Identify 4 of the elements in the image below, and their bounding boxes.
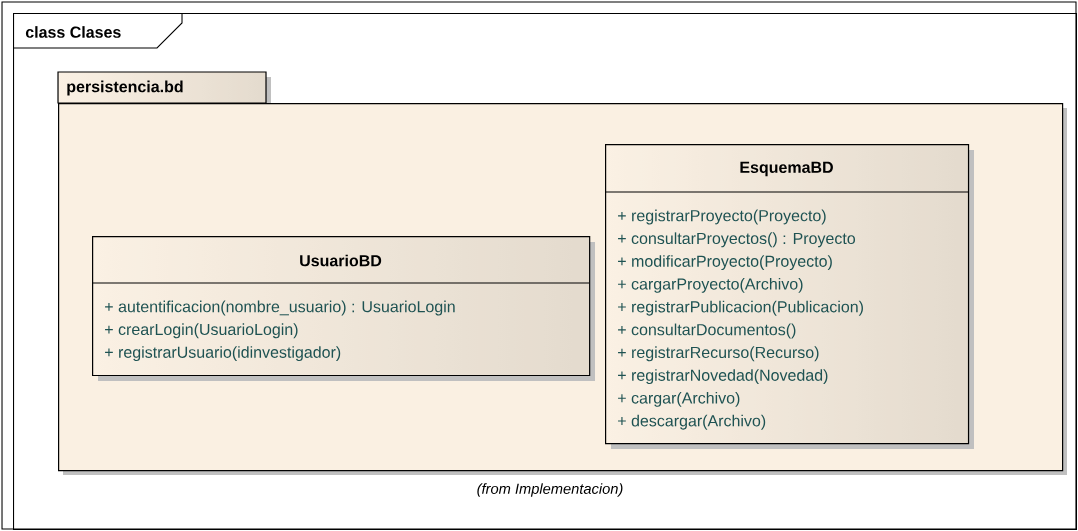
class-box: EsquemaBD + registrarProyecto(Proyecto) + consultarProyectos() : Proyecto + modificarProyecto(Proyecto) + cargarProyecto(Archivo) + registrarPublicacion(Publicacion) + consultarDocumentos() + registrarRecurso(Recurso) + registrarNovedad(Novedad) + cargar(Archivo) + descargar(Archivo) xyxy=(604,144,974,449)
node-label: persistencia.bd xyxy=(67,80,183,96)
package-origin-note: (from Implementacion) xyxy=(477,483,623,497)
class-box: UsuarioBD + autentificacion(nombre_usuario) : UsuarioLogin + crearLogin(UsuarioLogin) + registrarUsuario(idinvestigador) xyxy=(91,236,595,381)
